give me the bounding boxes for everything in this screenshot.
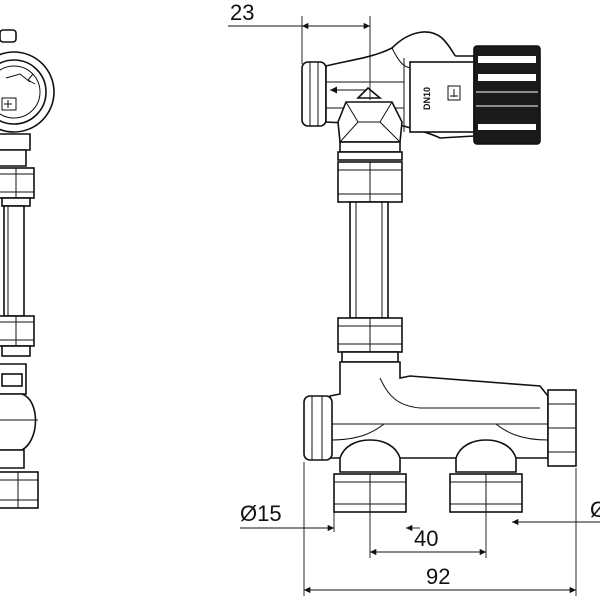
valve-lock-icon bbox=[447, 85, 461, 101]
dim-right-diameter-label: Ø bbox=[590, 497, 600, 522]
valve-inlet-connector bbox=[301, 61, 327, 127]
side-view-nut-lower bbox=[0, 315, 35, 347]
dim-overall-width-label: 92 bbox=[426, 564, 450, 589]
dim-outlet-spacing-label: 40 bbox=[414, 526, 438, 551]
side-view-nut-upper bbox=[0, 167, 35, 199]
side-view-nut-bottom bbox=[0, 471, 39, 509]
manifold-left-cap bbox=[303, 395, 333, 461]
dimension-lines: 23 Ø15 Ø 40 92 bbox=[228, 0, 600, 596]
side-view-manifold bbox=[0, 393, 37, 451]
outlet-neck-right bbox=[455, 439, 517, 473]
thermostatic-head bbox=[473, 45, 541, 145]
dim-outlet-diameter-label: Ø15 bbox=[240, 501, 282, 526]
outlet-neck-left bbox=[339, 439, 401, 473]
side-view-lock-icon bbox=[1, 97, 17, 111]
valve-marking-plate bbox=[409, 61, 475, 133]
valve-size-marking: DN10 bbox=[422, 87, 432, 110]
side-view-cap bbox=[0, 29, 17, 43]
side-view bbox=[0, 29, 55, 509]
front-view: DN10 bbox=[301, 31, 577, 513]
side-view-pipe bbox=[3, 205, 25, 317]
dim-top-offset-label: 23 bbox=[230, 0, 254, 25]
